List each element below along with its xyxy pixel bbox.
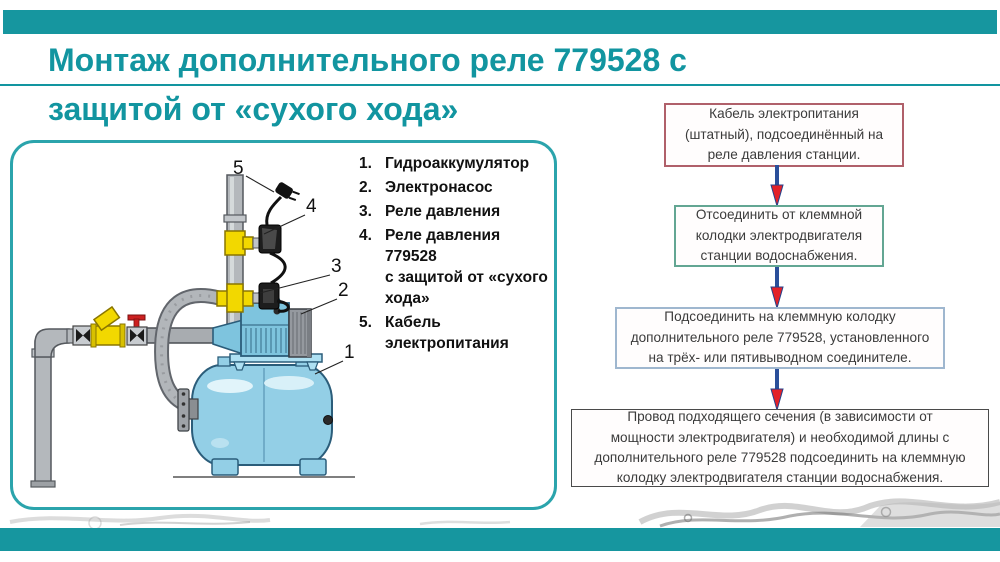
callout-4: 4 [306, 196, 317, 217]
tee-fitting-icon [224, 230, 254, 256]
legend-label: Реле давления 779528 с защитой от «сухог… [385, 227, 548, 307]
footer-accent-bar [0, 528, 1000, 551]
legend-item-4: 4. Реле давления 779528 с защитой от «су… [359, 225, 549, 309]
page-title-line1: Монтаж дополнительного реле 779528 с [48, 42, 687, 78]
legend-item-1: 1. Гидроаккумулятор [359, 153, 549, 174]
pump-station-diagram: 5 4 3 2 1 [30, 158, 355, 488]
flow-step-3: Подсоединить на клеммную колодку дополни… [615, 307, 945, 369]
flexible-hose [154, 288, 227, 413]
legend-num: 5. [359, 314, 372, 331]
flow-step-2: Отсоединить от клеммной колодки электрод… [674, 205, 884, 267]
cross-fitting-icon [216, 283, 254, 313]
page-title-line2: защитой от «сухого хода» [48, 91, 459, 127]
legend-num: 1. [359, 155, 372, 172]
flow-arrow-icon [770, 267, 784, 309]
legend-label: Реле давления [385, 203, 501, 220]
legend-list: 1. Гидроаккумулятор 2. Электронасос 3. Р… [359, 153, 549, 357]
suction-pipe [30, 328, 80, 488]
legend-item-5: 5. Кабель электропитания [359, 312, 549, 354]
power-cable [265, 182, 300, 313]
title-divider [0, 84, 1000, 86]
valve-icon [90, 305, 146, 348]
callout-3: 3 [331, 256, 342, 277]
diagram-panel: 5 4 3 2 1 1. Гидроаккумулятор 2. Электро… [10, 140, 557, 510]
legend-num: 3. [359, 203, 372, 220]
legend-label: Кабель электропитания [385, 314, 509, 352]
plug-icon [275, 182, 300, 202]
callout-leaders [245, 175, 344, 375]
legend-item-2: 2. Электронасос [359, 177, 549, 198]
legend-label: Гидроаккумулятор [385, 155, 530, 172]
callout-5: 5 [233, 158, 244, 179]
relay-779528 [252, 224, 282, 254]
union-fitting-icon [72, 325, 94, 346]
union-fitting-icon [126, 326, 148, 346]
legend-num: 2. [359, 179, 372, 196]
hydroaccumulator-tank [173, 356, 355, 478]
flow-step-4: Провод подходящего сечения (в зависимост… [571, 409, 989, 487]
flow-arrow-icon [770, 165, 784, 207]
flow-step-1: Кабель электропитания (штатный), подсоед… [664, 103, 904, 167]
callout-1: 1 [344, 342, 355, 363]
electric-pump [212, 291, 312, 358]
callout-2: 2 [338, 280, 349, 301]
legend-item-3: 3. Реле давления [359, 201, 549, 222]
tank-flange [177, 388, 199, 432]
flow-arrow-icon [770, 369, 784, 411]
header-accent-bar [3, 10, 997, 34]
legend-label: Электронасос [385, 179, 493, 196]
legend-num: 4. [359, 227, 372, 244]
